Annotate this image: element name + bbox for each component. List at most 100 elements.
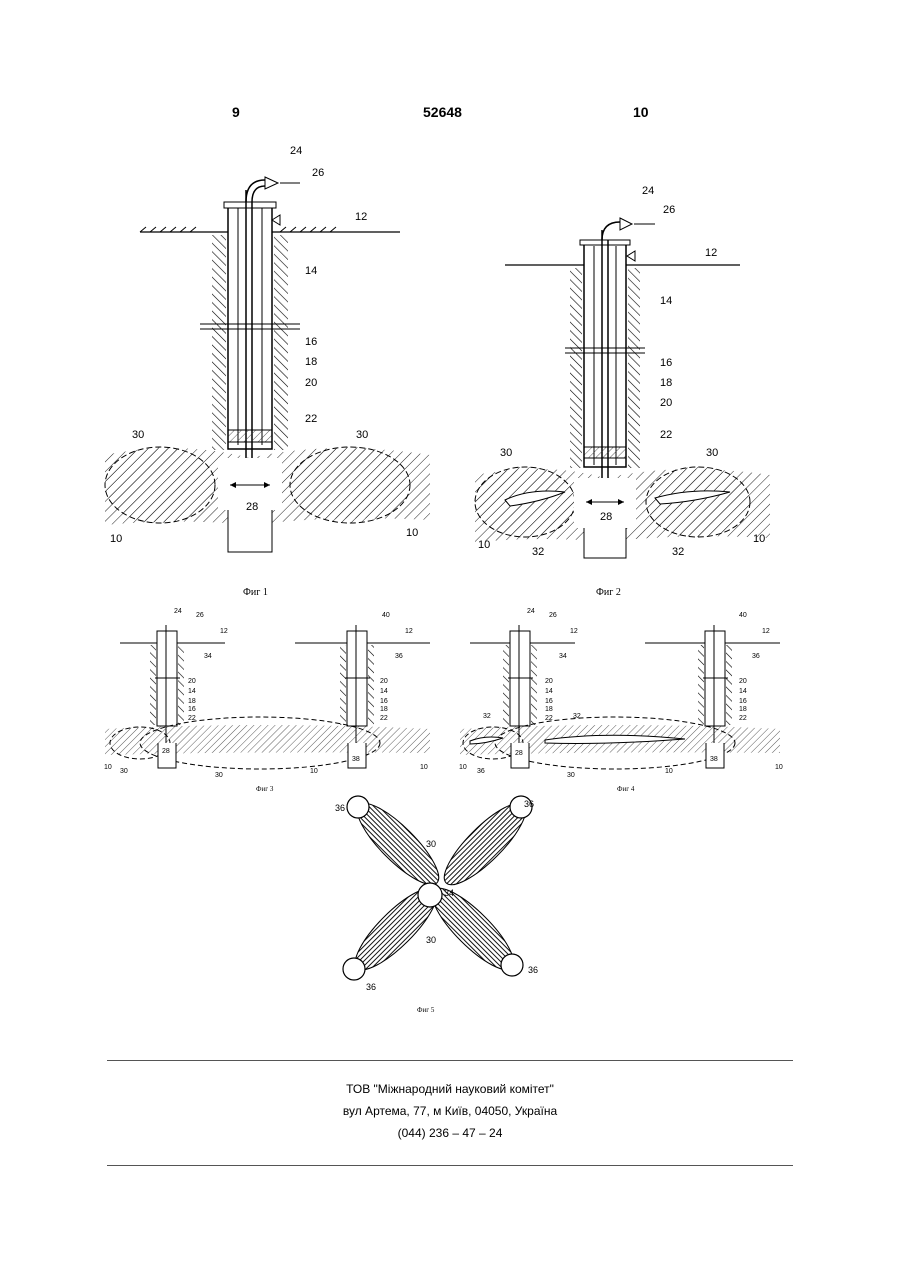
label-14-right: 14 xyxy=(380,688,388,695)
label-22: 22 xyxy=(305,413,317,425)
label-36-left: 36 xyxy=(477,768,485,775)
figure-3-caption: Фиг 3 xyxy=(256,785,273,793)
column-number-left: 9 xyxy=(232,104,240,120)
label-36: 36 xyxy=(752,653,760,660)
label-26: 26 xyxy=(663,204,675,216)
footer-top-rule xyxy=(107,1060,793,1061)
label-36-bl: 36 xyxy=(366,982,376,992)
label-28: 28 xyxy=(515,750,523,757)
label-12-right: 12 xyxy=(762,628,770,635)
label-16-right: 16 xyxy=(380,698,388,705)
label-10-left: 10 xyxy=(110,533,122,545)
label-24: 24 xyxy=(174,608,182,615)
footer-address: вул Артема, 77, м Київ, 04050, Україна xyxy=(0,1104,900,1118)
column-number-right: 10 xyxy=(633,104,649,120)
label-20: 20 xyxy=(545,678,553,685)
label-20: 20 xyxy=(188,678,196,685)
label-12-right: 12 xyxy=(405,628,413,635)
label-36-tl: 36 xyxy=(335,803,345,813)
label-36-tr: 36 xyxy=(524,799,534,809)
label-30-right: 30 xyxy=(356,429,368,441)
figure-5: 36 36 30 34 30 36 36 xyxy=(330,795,560,1000)
label-22: 22 xyxy=(660,429,672,441)
label-26: 26 xyxy=(312,167,324,179)
label-20: 20 xyxy=(305,377,317,389)
label-30-right: 30 xyxy=(706,447,718,459)
label-30-center: 30 xyxy=(215,772,223,779)
label-34: 34 xyxy=(559,653,567,660)
label-18: 18 xyxy=(188,698,196,705)
label-10-center: 10 xyxy=(310,768,318,775)
label-18: 18 xyxy=(545,706,553,713)
label-14: 14 xyxy=(660,295,672,307)
label-30-left: 30 xyxy=(500,447,512,459)
figure-1: 24 26 12 14 16 18 20 22 30 30 28 10 10 xyxy=(100,140,440,570)
label-32-center: 32 xyxy=(573,713,581,720)
label-40: 40 xyxy=(382,612,390,619)
figure-2-caption: Фиг 2 xyxy=(596,587,621,598)
label-10-right: 10 xyxy=(753,533,765,545)
label-32-left: 32 xyxy=(483,713,491,720)
label-12: 12 xyxy=(570,628,578,635)
label-22: 22 xyxy=(188,715,196,722)
label-10-left: 10 xyxy=(459,764,467,771)
label-16: 16 xyxy=(305,336,317,348)
figure-4: 24 26 12 34 20 14 16 18 22 32 32 40 12 3… xyxy=(455,603,790,788)
label-24: 24 xyxy=(527,608,535,615)
label-12: 12 xyxy=(355,211,367,223)
figure-5-caption: Фиг 5 xyxy=(417,1006,434,1014)
label-26: 26 xyxy=(549,612,557,619)
label-22-right: 22 xyxy=(380,715,388,722)
label-20-right: 20 xyxy=(739,678,747,685)
label-28: 28 xyxy=(162,748,170,755)
label-30-bottom: 30 xyxy=(426,935,436,945)
label-10-right: 10 xyxy=(406,527,418,539)
label-10-right: 10 xyxy=(420,764,428,771)
footer-phone: (044) 236 – 47 – 24 xyxy=(0,1126,900,1140)
label-20-right: 20 xyxy=(380,678,388,685)
label-32-left: 32 xyxy=(532,546,544,558)
label-28: 28 xyxy=(246,501,258,513)
label-38: 38 xyxy=(710,756,718,763)
label-14-right: 14 xyxy=(739,688,747,695)
document-number: 52648 xyxy=(423,104,462,120)
figure-1-caption: Фиг 1 xyxy=(243,587,268,598)
label-16-right: 16 xyxy=(739,698,747,705)
footer-company: ТОВ "Міжнародний науковий комітет" xyxy=(0,1082,900,1096)
label-26: 26 xyxy=(196,612,204,619)
label-14: 14 xyxy=(545,688,553,695)
label-24: 24 xyxy=(290,145,302,157)
label-30-left: 30 xyxy=(132,429,144,441)
label-10-center: 10 xyxy=(665,768,673,775)
label-28: 28 xyxy=(600,511,612,523)
label-30-top: 30 xyxy=(426,839,436,849)
figure-4-caption: Фиг 4 xyxy=(617,785,634,793)
label-10-right: 10 xyxy=(775,764,783,771)
label-22-right: 22 xyxy=(739,715,747,722)
label-40: 40 xyxy=(739,612,747,619)
label-14: 14 xyxy=(188,688,196,695)
label-18-right: 18 xyxy=(380,706,388,713)
label-18: 18 xyxy=(305,356,317,368)
label-10-left: 10 xyxy=(104,764,112,771)
label-18-right: 18 xyxy=(739,706,747,713)
label-22: 22 xyxy=(545,715,553,722)
label-34: 34 xyxy=(444,888,454,898)
label-16: 16 xyxy=(545,698,553,705)
label-30-left: 30 xyxy=(120,768,128,775)
label-10-left: 10 xyxy=(478,539,490,551)
figure-3: 24 26 12 34 20 14 18 16 22 40 12 36 20 1… xyxy=(100,603,435,788)
label-32-right: 32 xyxy=(672,546,684,558)
label-30-center: 30 xyxy=(567,772,575,779)
figure-2: 24 26 12 14 16 18 20 22 30 30 28 10 10 3… xyxy=(470,180,790,580)
label-20: 20 xyxy=(660,397,672,409)
label-16: 16 xyxy=(188,706,196,713)
label-38: 38 xyxy=(352,756,360,763)
label-34: 34 xyxy=(204,653,212,660)
label-36-br: 36 xyxy=(528,965,538,975)
label-16: 16 xyxy=(660,357,672,369)
footer-bottom-rule xyxy=(107,1165,793,1166)
label-12: 12 xyxy=(705,247,717,259)
label-18: 18 xyxy=(660,377,672,389)
label-12: 12 xyxy=(220,628,228,635)
